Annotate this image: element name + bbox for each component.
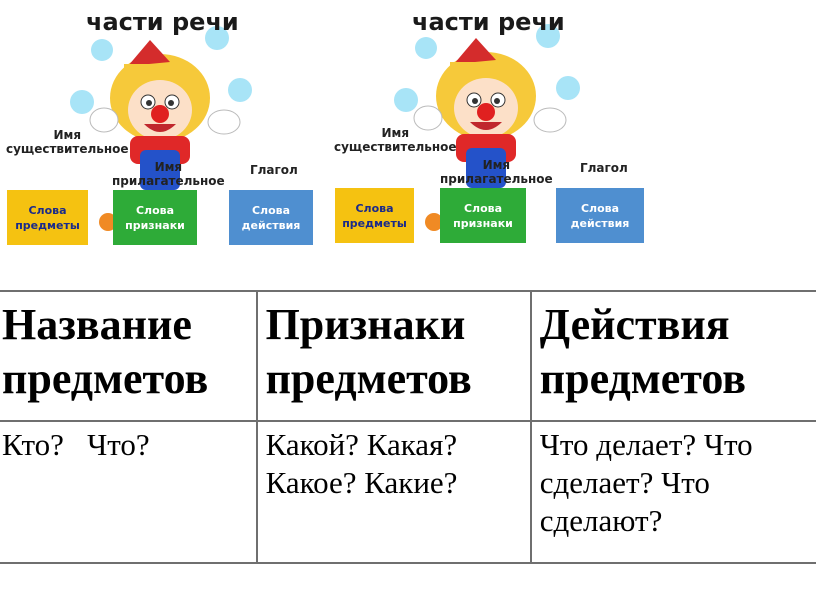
table-header-row: Название предметов Признаки предметов Де… <box>0 290 816 422</box>
questions-verb: Что делает? Что сделает? Что сделают? <box>529 420 816 564</box>
juggling-ball-icon <box>70 26 252 231</box>
juggling-ball-icon <box>394 24 580 231</box>
verb-label: Глагол <box>250 163 298 177</box>
panel-title: части речи <box>412 8 565 36</box>
clown-icon <box>70 26 252 231</box>
parts-of-speech-panel-left: части речи Имя существительное Имя прила… <box>0 0 320 250</box>
parts-of-speech-panel-right: части речи Имя существительное Имя прила… <box>328 0 648 250</box>
panel-title: части речи <box>86 8 239 36</box>
questions-adjective: Какой? Какая? Какое? Какие? <box>255 420 532 564</box>
questions-noun: Кто? Что? <box>0 420 258 564</box>
parts-of-speech-table: Название предметов Признаки предметов Де… <box>0 290 816 564</box>
table-row: Кто? Что? Какой? Какая? Какое? Какие? Чт… <box>0 420 816 564</box>
noun-label: Имя существительное <box>6 128 129 156</box>
clown-icon <box>394 24 580 231</box>
adjective-label: Имя прилагательное <box>440 158 553 186</box>
verb-label: Глагол <box>580 161 628 175</box>
adjective-label: Имя прилагательное <box>112 160 225 188</box>
header-verb: Действия предметов <box>529 290 816 422</box>
header-noun: Название предметов <box>0 290 258 422</box>
noun-label: Имя существительное <box>334 126 457 154</box>
header-adjective: Признаки предметов <box>255 290 532 422</box>
